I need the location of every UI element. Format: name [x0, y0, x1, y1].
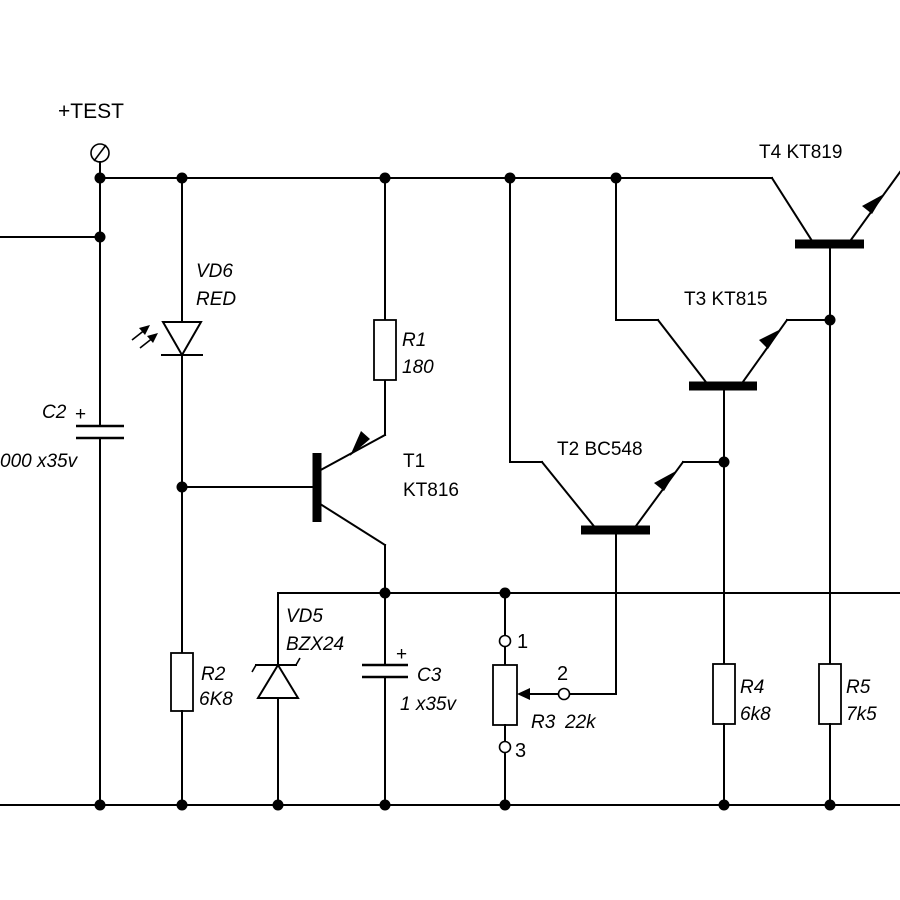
resistor-r4: R4 6k8: [712, 663, 771, 806]
r1-ref: R1: [402, 330, 426, 351]
r3-ref: R3: [531, 712, 556, 733]
resistor-r1: R1 180: [373, 177, 434, 381]
led-vd6-icon: [161, 321, 203, 358]
transistor-t3: T3 KT815: [615, 177, 831, 665]
junction-dot: [379, 172, 391, 184]
r3-value: 22k: [564, 712, 597, 733]
r2-ref: R2: [201, 664, 226, 685]
capacitor-c2: C2 + 000 x35v: [0, 177, 124, 806]
light-emission-icon: [131, 325, 158, 349]
t3-label: T3 KT815: [684, 289, 767, 310]
zener-vd5: VD5 BZX24: [251, 592, 344, 806]
resistor-r2-icon: [170, 652, 194, 712]
t1-ref: T1: [403, 451, 425, 472]
vd5-value: BZX24: [286, 634, 344, 655]
capacitor-c3: + C3 1 x35v: [362, 644, 457, 806]
junction-dot: [499, 587, 511, 599]
resistor-r5: R5 7k5: [818, 663, 877, 806]
t1-value: KT816: [403, 480, 459, 501]
vd5-ref: VD5: [286, 606, 323, 627]
resistor-r2: R2 6K8: [170, 652, 233, 806]
junction-dot: [94, 172, 106, 184]
test-terminal-label: +TEST: [58, 100, 124, 123]
resistor-r1-icon: [373, 319, 397, 381]
transistor-t1: T1 KT816: [181, 379, 459, 666]
pin2-terminal-icon: [557, 687, 571, 701]
junction-dot: [176, 799, 188, 811]
pin3-terminal-icon: [498, 740, 512, 754]
potentiometer-r3: 1 2 3 R3 22k: [492, 529, 617, 806]
junction-dot: [272, 799, 284, 811]
resistor-r4-icon: [712, 663, 736, 725]
r4-ref: R4: [740, 677, 764, 698]
zener-vd5-icon: [256, 663, 300, 699]
c3-value: 1 x35v: [400, 694, 457, 715]
vd6-value: RED: [196, 289, 236, 310]
r5-value: 7k5: [846, 704, 877, 725]
c3-plus: +: [396, 644, 407, 665]
t4-label: T4 KT819: [759, 142, 842, 163]
c2-value: 000 x35v: [0, 451, 79, 472]
transistor-t4: T4 KT819: [759, 142, 900, 665]
junction-dot: [718, 799, 730, 811]
junction-dots: [94, 172, 836, 811]
r3-pin1-label: 1: [517, 631, 528, 653]
junction-dot: [499, 799, 511, 811]
test-terminal: +TEST: [58, 100, 124, 179]
c2-plus: +: [75, 404, 86, 425]
junction-dot: [824, 314, 836, 326]
r3-pin3-label: 3: [515, 740, 526, 762]
t2-label: T2 BC548: [557, 439, 643, 460]
junction-dot: [94, 231, 106, 243]
transistor-t2: T2 BC548: [509, 177, 725, 535]
wiper-arrow-icon: [517, 688, 530, 700]
r1-value: 180: [402, 357, 434, 378]
junction-dot: [718, 456, 730, 468]
led-vd6: VD6 RED: [131, 177, 236, 654]
junction-dot: [610, 172, 622, 184]
junction-dot: [176, 172, 188, 184]
c2-ref: C2: [42, 402, 67, 423]
junction-dot: [94, 799, 106, 811]
junction-dot: [379, 587, 391, 599]
r5-ref: R5: [846, 677, 871, 698]
junction-dot: [379, 799, 391, 811]
vd6-ref: VD6: [196, 261, 233, 282]
junction-dot: [176, 481, 188, 493]
r2-value: 6K8: [199, 689, 233, 710]
resistor-r5-icon: [818, 663, 842, 725]
potentiometer-r3-icon: [492, 664, 518, 726]
junction-dot: [504, 172, 516, 184]
pin1-terminal-icon: [498, 634, 512, 648]
junction-dot: [824, 799, 836, 811]
r3-pin2-label: 2: [557, 663, 568, 685]
c3-ref: C3: [417, 665, 442, 686]
r4-value: 6k8: [740, 704, 771, 725]
